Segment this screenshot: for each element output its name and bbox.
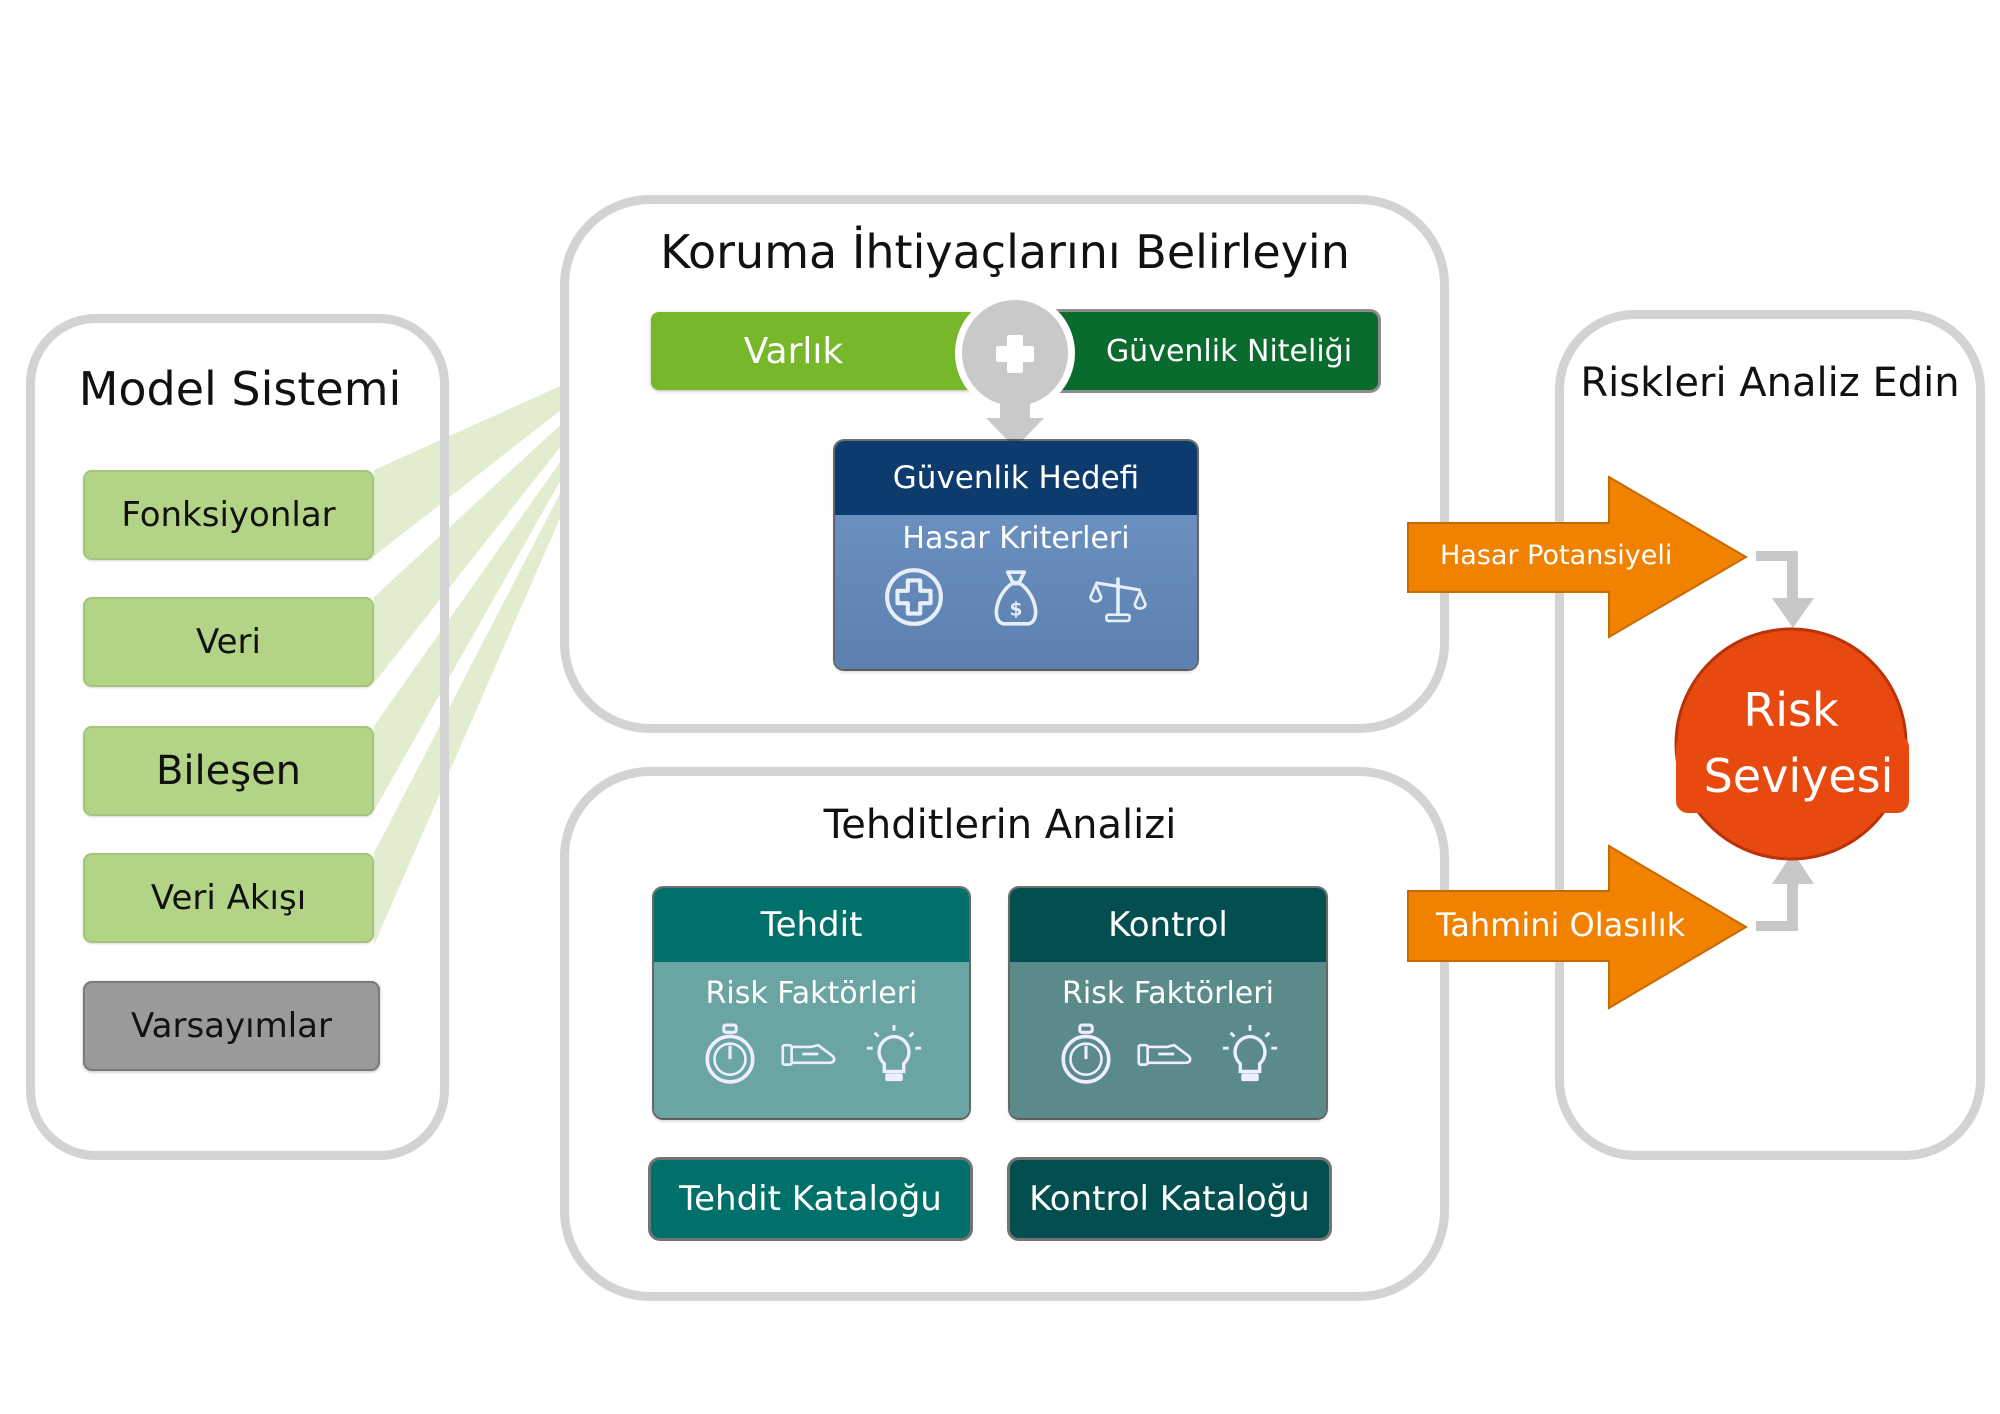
- protection-needs-title: Koruma İhtiyaçlarını Belirleyin: [660, 225, 1350, 279]
- asset-bar[interactable]: Varlık: [651, 312, 996, 390]
- security-objective-card[interactable]: Güvenlik Hedefi Hasar Kriterleri $: [835, 441, 1197, 669]
- model-item-bilesen[interactable]: Bileşen: [83, 726, 374, 816]
- control-header: Kontrol: [1010, 888, 1326, 962]
- lightbulb-icon: [866, 1024, 921, 1082]
- threat-catalog-button[interactable]: Tehdit Kataloğu: [651, 1160, 970, 1238]
- damage-criteria-label: Hasar Kriterleri: [902, 521, 1130, 556]
- security-objective-title: Güvenlik Hedefi: [892, 460, 1140, 496]
- hand-icon: [780, 1043, 836, 1066]
- security-attribute-label: Güvenlik Niteliği: [1105, 333, 1353, 369]
- risk-level-line2: Seviyesi: [1703, 749, 1894, 803]
- svg-text:$: $: [1010, 600, 1023, 621]
- security-objective-header: Güvenlik Hedefi: [835, 441, 1197, 515]
- model-item-label: Veri: [196, 622, 261, 662]
- medical-cross-icon: [885, 568, 943, 626]
- control-title: Kontrol: [1108, 905, 1228, 945]
- model-item-label: Fonksiyonlar: [121, 495, 336, 535]
- threat-risk-factors-label: Risk Faktörleri: [705, 976, 918, 1011]
- control-catalog-button[interactable]: Kontrol Kataloğu: [1010, 1160, 1329, 1238]
- lightbulb-icon: [1222, 1024, 1278, 1082]
- model-item-label: Veri Akışı: [150, 878, 307, 918]
- stopwatch-icon: [704, 1023, 755, 1084]
- control-catalog-label: Kontrol Kataloğu: [1029, 1179, 1310, 1219]
- risk-analysis-title: Riskleri Analiz Edin: [1575, 360, 1965, 406]
- model-item-label: Bileşen: [155, 748, 302, 794]
- model-item-fonksiyonlar[interactable]: Fonksiyonlar: [83, 470, 374, 560]
- security-objective-body: Hasar Kriterleri $: [835, 515, 1197, 669]
- asset-label: Varlık: [743, 330, 844, 372]
- control-body: Risk Faktörleri: [1010, 962, 1326, 1118]
- stopwatch-icon: [1061, 1023, 1111, 1084]
- likelihood-to-risk-connector: [1756, 852, 1814, 931]
- threat-title: Tehdit: [760, 905, 863, 945]
- combine-connector: [955, 293, 1075, 448]
- threat-body: Risk Faktörleri: [654, 962, 969, 1118]
- control-card[interactable]: Kontrol Risk Faktörleri: [1010, 888, 1326, 1118]
- threat-card[interactable]: Tehdit Risk Faktörleri: [654, 888, 969, 1118]
- money-bag-icon: $: [994, 570, 1038, 626]
- plus-icon: [996, 335, 1034, 373]
- model-item-label: Varsayımlar: [131, 1006, 332, 1046]
- model-item-veri-akisi[interactable]: Veri Akışı: [83, 853, 374, 943]
- threat-header: Tehdit: [654, 888, 969, 962]
- risk-level-line1: Risk: [1743, 683, 1839, 737]
- estimated-likelihood-arrow: [1407, 844, 1748, 1010]
- control-risk-factors-label: Risk Faktörleri: [1062, 976, 1274, 1011]
- hand-icon: [1137, 1043, 1192, 1066]
- damage-potential-arrow: [1407, 475, 1748, 639]
- scales-icon: [1089, 577, 1147, 623]
- estimated-likelihood-label: Tahmini Olasılık: [1436, 906, 1686, 944]
- damage-to-risk-connector: [1756, 551, 1814, 628]
- damage-potential-label: Hasar Potansiyeli: [1440, 540, 1673, 571]
- model-system-panel: [26, 314, 449, 1160]
- threat-catalog-label: Tehdit Kataloğu: [679, 1179, 942, 1219]
- threat-analysis-title: Tehditlerin Analizi: [823, 802, 1177, 848]
- model-item-varsayimlar[interactable]: Varsayımlar: [83, 981, 380, 1071]
- security-attribute-bar[interactable]: Güvenlik Niteliği: [1040, 312, 1378, 390]
- model-system-title: Model Sistemi: [70, 362, 410, 416]
- model-item-veri[interactable]: Veri: [83, 597, 374, 687]
